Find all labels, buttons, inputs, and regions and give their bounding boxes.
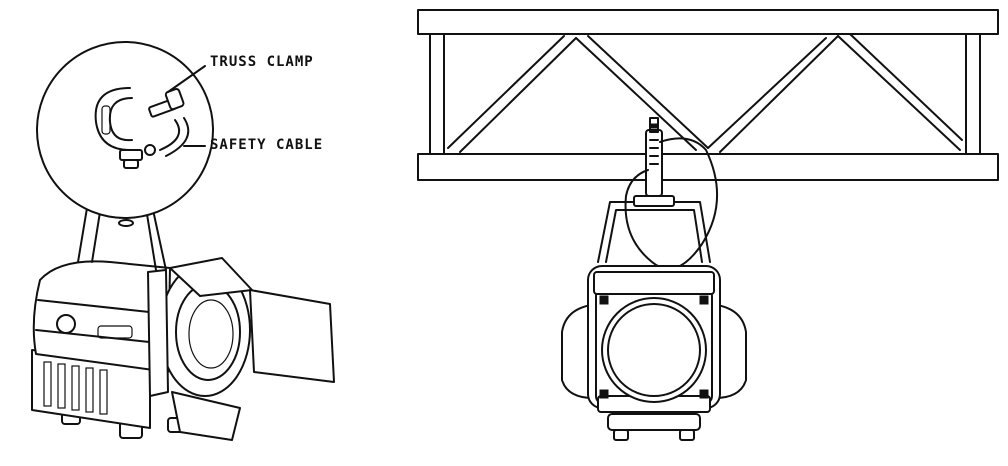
truss-clamp-detail — [36, 41, 214, 219]
vent-slots — [43, 361, 108, 415]
safety-cable-label: SAFETY CABLE — [210, 137, 324, 153]
fixture-perspective-view — [31, 41, 335, 441]
truss-mounting-view — [417, 9, 999, 441]
truss-clamp-label: TRUSS CLAMP — [210, 54, 314, 70]
